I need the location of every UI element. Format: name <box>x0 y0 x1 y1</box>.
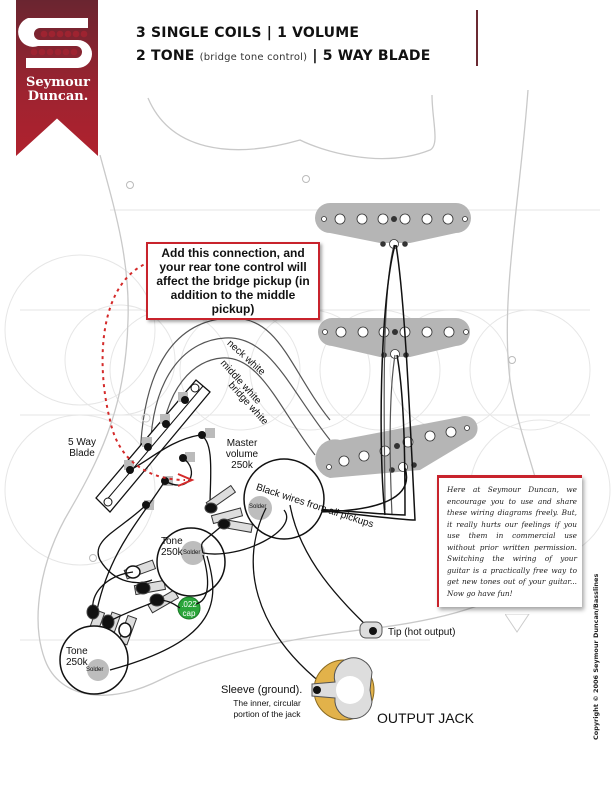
master-volume-line1: Master <box>226 438 258 449</box>
neck-pickup <box>315 203 471 249</box>
title-blade: | 5 WAY BLADE <box>312 48 431 64</box>
jack-tip-label: Tip (hot output) <box>388 627 456 638</box>
note-pointer-icon <box>505 614 530 633</box>
tone1-line2: 250k <box>161 547 183 558</box>
switch-label-line1: 5 Way <box>68 437 96 448</box>
tone2-solder-label: Solder <box>86 667 104 673</box>
capacitor <box>177 596 201 620</box>
tone1-solder-label: Solder <box>183 550 201 556</box>
master-volume-line2: volume <box>225 449 259 460</box>
copyright: Copyright © 2006 Seymour Duncan/Bassline… <box>592 573 600 740</box>
brand-name-line2: Duncan. <box>27 89 89 104</box>
middle-pickup <box>318 318 470 359</box>
output-jack-title: OUTPUT JACK <box>377 710 474 726</box>
usage-note: Here at Seymour Duncan, we encourage you… <box>437 475 582 607</box>
jack-sleeve-note: The inner, circular portion of the jack <box>228 698 306 720</box>
title-divider <box>476 10 478 66</box>
capacitor-value: .022 <box>181 600 197 609</box>
master-volume-line3: 250k <box>231 460 253 471</box>
volume-solder-label: Solder <box>249 504 267 510</box>
jack-sleeve-note-1: The inner, circular <box>233 698 301 708</box>
output-jack <box>311 621 383 721</box>
switch-label-line2: Blade <box>69 448 95 459</box>
tone1-line1: Tone <box>161 536 183 547</box>
tone2-line1: Tone <box>66 646 88 657</box>
seymour-duncan-s-logo-icon <box>18 18 93 68</box>
five-way-switch <box>95 379 215 513</box>
jumper-arrow-icon <box>177 473 195 487</box>
capacitor-unit: cap <box>182 609 196 618</box>
brand-name-line1: Seymour <box>26 75 90 90</box>
tone-pot-2 <box>59 604 138 695</box>
jack-sleeve-note-2: portion of the jack <box>233 709 301 719</box>
callout-box: Add this connection, and your rear tone … <box>146 242 320 320</box>
tone2-line2: 250k <box>66 657 88 668</box>
jack-sleeve-label: Sleeve (ground). <box>221 684 303 696</box>
title-line-1: 3 SINGLE COILS | 1 VOLUME <box>136 25 360 41</box>
title-tone: 2 TONE <box>136 48 195 64</box>
title-subtitle: (bridge tone control) <box>199 52 308 63</box>
switch-label: 5 Way Blade <box>62 437 102 459</box>
jumper-wire-dashed <box>101 261 186 481</box>
master-volume-label: Master volume 250k <box>222 438 262 471</box>
pickguard-outline <box>37 89 547 696</box>
tone1-label: Tone 250k <box>161 536 183 558</box>
title-line-2: 2 TONE (bridge tone control) | 5 WAY BLA… <box>136 48 430 64</box>
capacitor-label: .022 cap <box>178 600 200 618</box>
bridge-pickup <box>315 415 478 478</box>
tone2-label: Tone 250k <box>66 646 88 668</box>
